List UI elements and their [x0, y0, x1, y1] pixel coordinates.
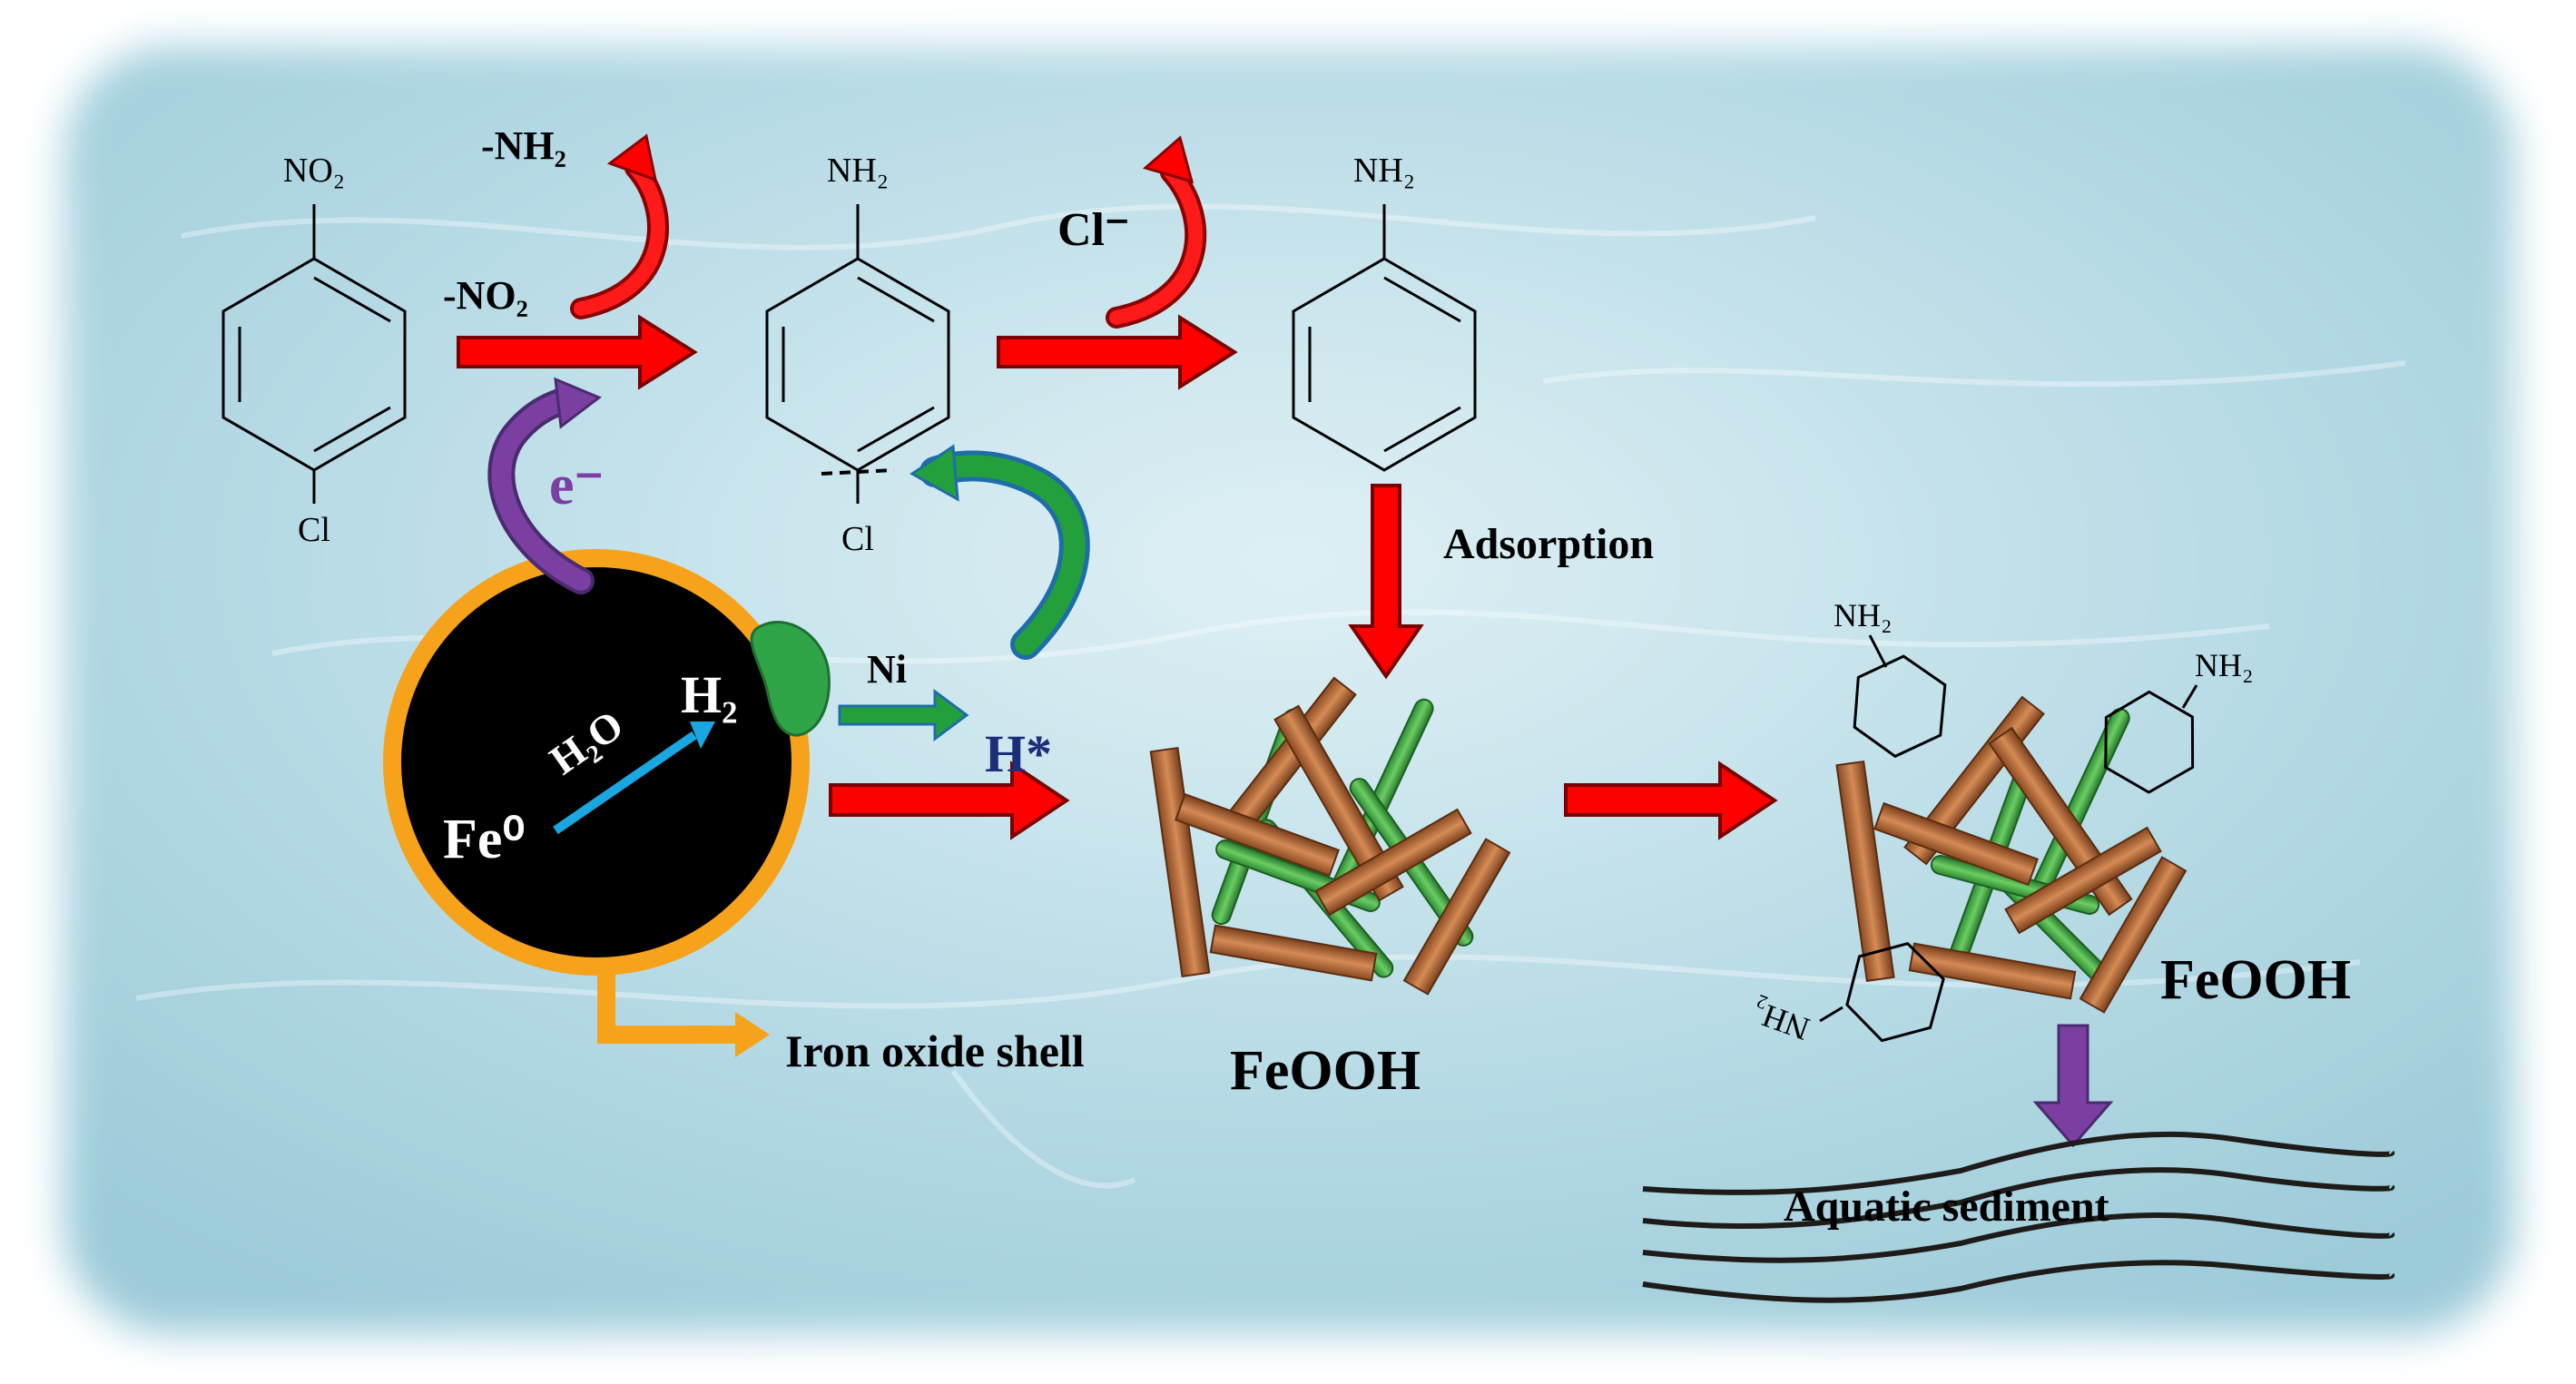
- no2-group-label: -NO₂: [443, 273, 528, 318]
- iron-particle: Fe⁰ H₂O H₂: [383, 549, 831, 976]
- aquatic-sediment-label: Aquatic sediment: [1784, 1183, 2109, 1231]
- molecule-2-top-label: NH₂: [827, 152, 889, 190]
- feooh-cluster-1: [1149, 676, 1511, 996]
- h2-label: H₂: [681, 665, 738, 724]
- nickel-label: Ni: [867, 647, 907, 692]
- curved-arrow-nh2: [570, 133, 669, 319]
- arrow-step-1: [457, 314, 698, 390]
- molecule-aniline: NH₂: [1292, 152, 1477, 472]
- fe0-label: Fe⁰: [443, 809, 525, 870]
- hydrogen-attack-arrow: [909, 444, 1090, 660]
- molecule-1-top-label: NO₂: [283, 152, 345, 190]
- feooh-cluster-2: [1835, 695, 2188, 1014]
- molecule-2-bottom-label: Cl: [841, 520, 874, 558]
- shell-indicator-arrow: [597, 964, 770, 1057]
- feooh-label-2: FeOOH: [2160, 949, 2351, 1011]
- nh2-group-label: -NH₂: [481, 123, 566, 168]
- molecule-1-bottom-label: Cl: [298, 511, 330, 549]
- molecule-chloronitrobenzene: NO₂ Cl: [221, 152, 407, 549]
- molecule-5-top-label: NH₂: [2195, 647, 2254, 683]
- arrow-step-2: [997, 314, 1238, 390]
- chloride-label: Cl⁻: [1057, 204, 1129, 256]
- molecule-3-top-label: NH₂: [1353, 152, 1415, 190]
- iron-oxide-shell-label: Iron oxide shell: [785, 1026, 1085, 1076]
- electron-label: e⁻: [549, 455, 604, 516]
- arrow-feooh-to-complex: [1564, 761, 1778, 840]
- sediment-waves: [1642, 1131, 2395, 1303]
- molecule-4-top-label: NH₂: [1834, 597, 1893, 633]
- h-star-label: H*: [985, 724, 1052, 783]
- feooh-label-1: FeOOH: [1230, 1040, 1421, 1102]
- curved-arrow-chloride: [1106, 135, 1207, 329]
- water-background: [64, 45, 2514, 1334]
- arrow-particle-to-feooh: [829, 761, 1070, 840]
- arrow-adsorption: [1348, 484, 1424, 680]
- adsorbed-aniline-left: NH₂: [1834, 597, 1947, 759]
- adsorption-label: Adsorption: [1443, 520, 1654, 568]
- electron-transfer-arrow: [487, 377, 602, 594]
- sedimentation-arrow: [2032, 1024, 2114, 1148]
- molecule-chloroaniline: NH₂ Cl: [765, 152, 950, 558]
- nickel-arrow: [838, 689, 969, 741]
- adsorbed-aniline-right: NH₂: [2104, 647, 2254, 794]
